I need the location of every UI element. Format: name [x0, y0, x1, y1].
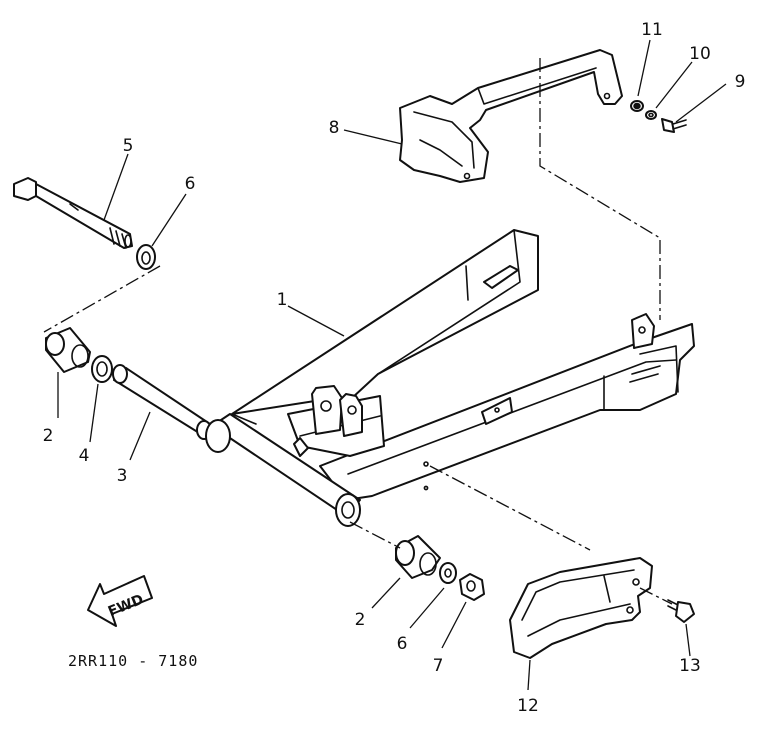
part-9-bolt: [661, 118, 687, 133]
part-2-bushing-left: [45, 327, 91, 373]
callout-2-right: 2: [355, 610, 366, 630]
alignment-lines: [43, 58, 673, 605]
callout-4: 4: [79, 446, 90, 466]
callout-13: 13: [679, 656, 701, 676]
fwd-arrow-icon: FWD: [87, 575, 153, 627]
diagram-code: 2RR110 - 7180: [68, 652, 198, 670]
part-8-chain-guard-upper: [399, 49, 623, 183]
leader-lines: [57, 39, 727, 691]
part-11-collar: [630, 100, 644, 112]
callout-labels: 1 5 6 2 4 3 8 11 10 9 2 6 7 12 13: [43, 20, 746, 716]
callout-9: 9: [735, 72, 746, 92]
callout-3: 3: [117, 466, 128, 486]
part-13-bolt: [667, 599, 695, 623]
callout-11: 11: [641, 20, 663, 40]
part-2-bushing-right: [395, 535, 441, 579]
callout-2-left: 2: [43, 426, 54, 446]
callout-6-lower: 6: [397, 634, 408, 654]
part-5-pivot-bolt: [13, 177, 133, 249]
part-3-pivot-shaft: [112, 364, 212, 440]
part-10-washer: [645, 110, 657, 120]
callout-8: 8: [329, 118, 340, 138]
part-1-swingarm: [205, 229, 695, 527]
callout-7: 7: [433, 656, 444, 676]
part-4-washer: [91, 355, 113, 383]
part-6-washer-upper: [136, 244, 156, 270]
part-6-washer-lower: [439, 562, 457, 584]
part-7-nut: [459, 573, 485, 601]
callout-1: 1: [277, 290, 288, 310]
part-12-chain-guide-lower: [509, 557, 653, 659]
callout-10: 10: [689, 44, 711, 64]
callout-12: 12: [517, 696, 539, 716]
callout-5: 5: [123, 136, 134, 156]
callout-6-upper: 6: [185, 174, 196, 194]
